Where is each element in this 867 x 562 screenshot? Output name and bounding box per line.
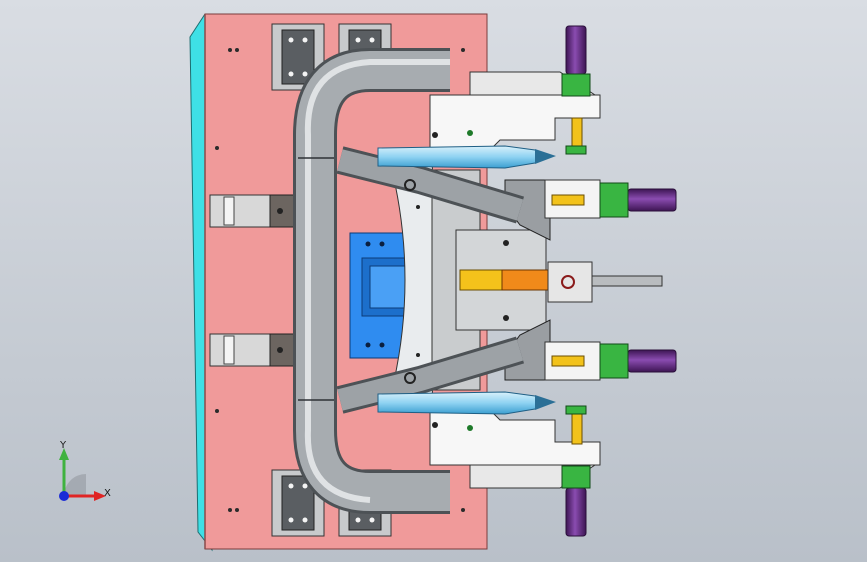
x-axis-label: X (104, 488, 111, 499)
frame-holes (404, 130, 509, 431)
y-axis-label: Y (60, 440, 67, 451)
triad-graphic (59, 448, 106, 501)
diagonal-tube-lower[interactable] (336, 336, 525, 414)
u-tube[interactable] (293, 48, 450, 514)
nozzle-upper[interactable] (377, 145, 556, 169)
diagonal-tube-upper[interactable] (336, 146, 525, 224)
nozzle-lower[interactable] (377, 391, 556, 415)
coordinate-triad: Y X (44, 438, 114, 508)
toggle-clamp-right-lower[interactable] (551, 343, 677, 379)
toggle-clamp-right-upper[interactable] (551, 182, 677, 218)
toggle-clamp-bottom[interactable] (561, 405, 591, 537)
push-clamp-center[interactable] (547, 261, 663, 303)
toggle-clamp-top[interactable] (561, 25, 591, 155)
